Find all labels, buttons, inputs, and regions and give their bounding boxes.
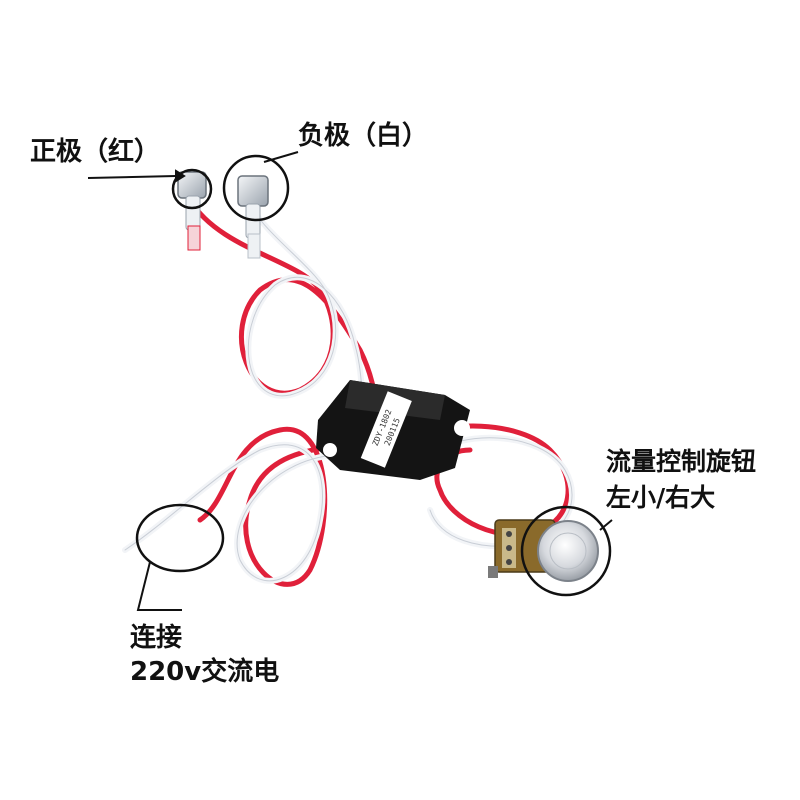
- positive-terminal: [177, 171, 207, 251]
- callout-circle-mains: [135, 503, 225, 573]
- upper-wire-bundle: [187, 197, 383, 435]
- knob-label-title: 流量控制旋钮: [606, 447, 757, 476]
- callout-circles: [135, 154, 612, 597]
- callout-circle-positive: [171, 168, 213, 210]
- knob-label-direction: 左小/右大: [606, 483, 716, 512]
- control-module: ZDY-1802 200115: [316, 380, 470, 480]
- mains-label-connect: 连接: [130, 623, 183, 653]
- mains-wire-bundle: [122, 426, 343, 587]
- leader-lines: [87, 151, 613, 611]
- mains-label-voltage: 220v交流电: [130, 657, 280, 687]
- callout-circle-negative: [222, 154, 290, 222]
- callout-circle-knob: [520, 505, 612, 597]
- positive-terminal-label: 正极（红）: [30, 137, 161, 167]
- flow-control-knob: [488, 519, 599, 582]
- negative-terminal-label: 负极（白）: [298, 121, 429, 151]
